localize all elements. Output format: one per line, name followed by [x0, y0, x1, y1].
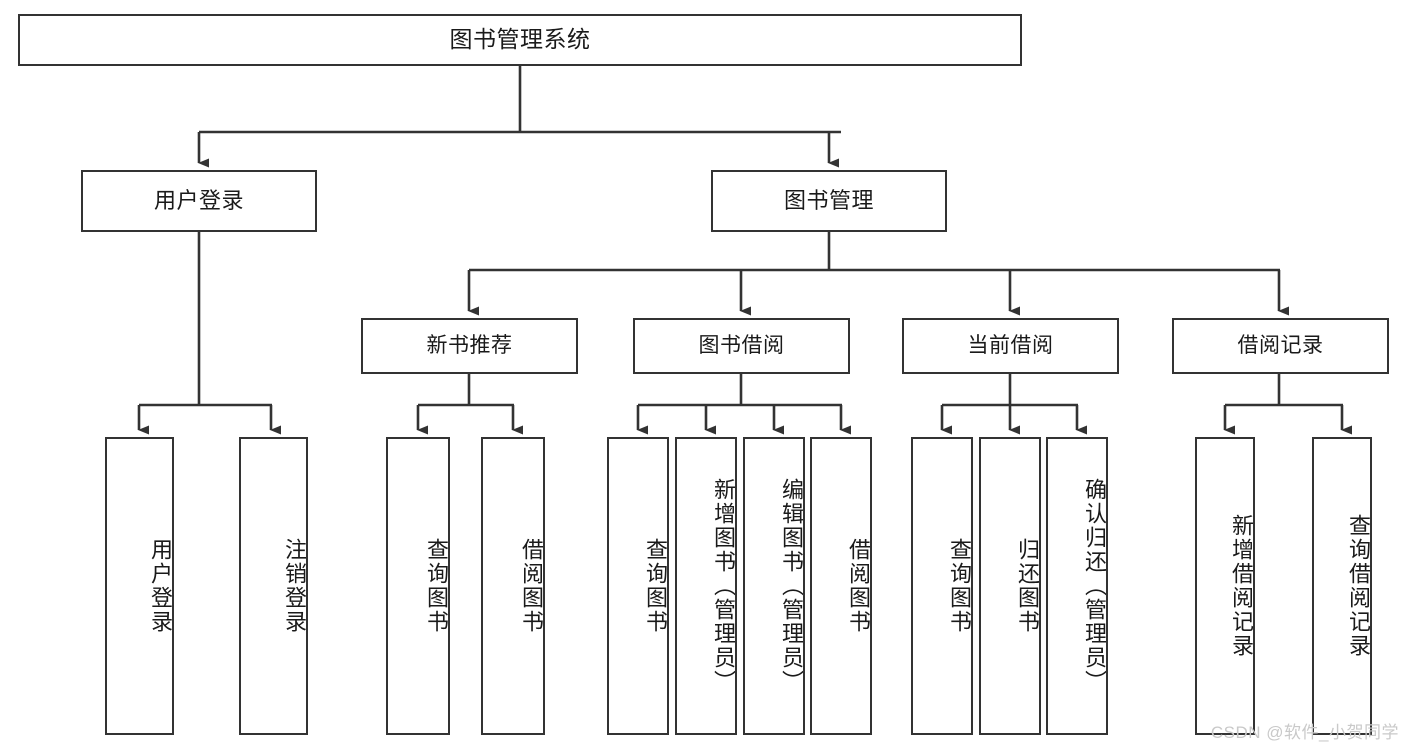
node-leaf-query-book-1-label: 查询图书: [424, 538, 449, 634]
node-leaf-query-book-2-label: 查询图书: [643, 538, 668, 634]
watermark: CSDN @软件_小贺同学: [1210, 723, 1399, 742]
node-leaf-borrow-book-1[interactable]: 借阅图书: [481, 437, 545, 735]
node-leaf-add-book-label: 新增图书（管理员）: [711, 478, 736, 694]
node-root[interactable]: 图书管理系统: [18, 14, 1022, 66]
node-leaf-user-login[interactable]: 用户登录: [105, 437, 174, 735]
node-leaf-borrow-book-1-label: 借阅图书: [519, 538, 544, 634]
node-book-management[interactable]: 图书管理: [711, 170, 947, 232]
node-new-book-recommend-label: 新书推荐: [426, 333, 513, 357]
node-borrow-record-label: 借阅记录: [1237, 333, 1324, 357]
node-new-book-recommend[interactable]: 新书推荐: [361, 318, 578, 374]
node-leaf-query-book-2[interactable]: 查询图书: [607, 437, 669, 735]
node-book-borrow-label: 图书借阅: [698, 333, 785, 357]
node-leaf-logout-login[interactable]: 注销登录: [239, 437, 308, 735]
node-leaf-borrow-book-2-label: 借阅图书: [846, 538, 871, 634]
node-leaf-edit-book[interactable]: 编辑图书（管理员）: [743, 437, 805, 735]
node-leaf-add-record-label: 新增借阅记录: [1229, 514, 1254, 658]
node-root-label: 图书管理系统: [449, 26, 591, 53]
node-leaf-edit-book-label: 编辑图书（管理员）: [779, 478, 804, 694]
node-leaf-return-book-label: 归还图书: [1015, 538, 1040, 634]
node-leaf-query-book-3-label: 查询图书: [947, 538, 972, 634]
node-leaf-logout-login-label: 注销登录: [282, 538, 307, 634]
node-user-login[interactable]: 用户登录: [81, 170, 317, 232]
node-borrow-record[interactable]: 借阅记录: [1172, 318, 1389, 374]
node-book-borrow[interactable]: 图书借阅: [633, 318, 850, 374]
node-leaf-return-book[interactable]: 归还图书: [979, 437, 1041, 735]
node-leaf-add-record[interactable]: 新增借阅记录: [1195, 437, 1255, 735]
node-current-borrow[interactable]: 当前借阅: [902, 318, 1119, 374]
node-leaf-confirm-return[interactable]: 确认归还（管理员）: [1046, 437, 1108, 735]
node-leaf-query-book-1[interactable]: 查询图书: [386, 437, 450, 735]
node-leaf-borrow-book-2[interactable]: 借阅图书: [810, 437, 872, 735]
node-user-login-label: 用户登录: [153, 188, 244, 214]
node-leaf-query-record[interactable]: 查询借阅记录: [1312, 437, 1372, 735]
node-current-borrow-label: 当前借阅: [967, 333, 1054, 357]
node-leaf-query-record-label: 查询借阅记录: [1346, 514, 1371, 658]
node-leaf-add-book[interactable]: 新增图书（管理员）: [675, 437, 737, 735]
node-leaf-confirm-return-label: 确认归还（管理员）: [1082, 478, 1107, 694]
node-book-management-label: 图书管理: [783, 188, 874, 214]
node-leaf-query-book-3[interactable]: 查询图书: [911, 437, 973, 735]
node-leaf-user-login-label: 用户登录: [148, 538, 173, 634]
